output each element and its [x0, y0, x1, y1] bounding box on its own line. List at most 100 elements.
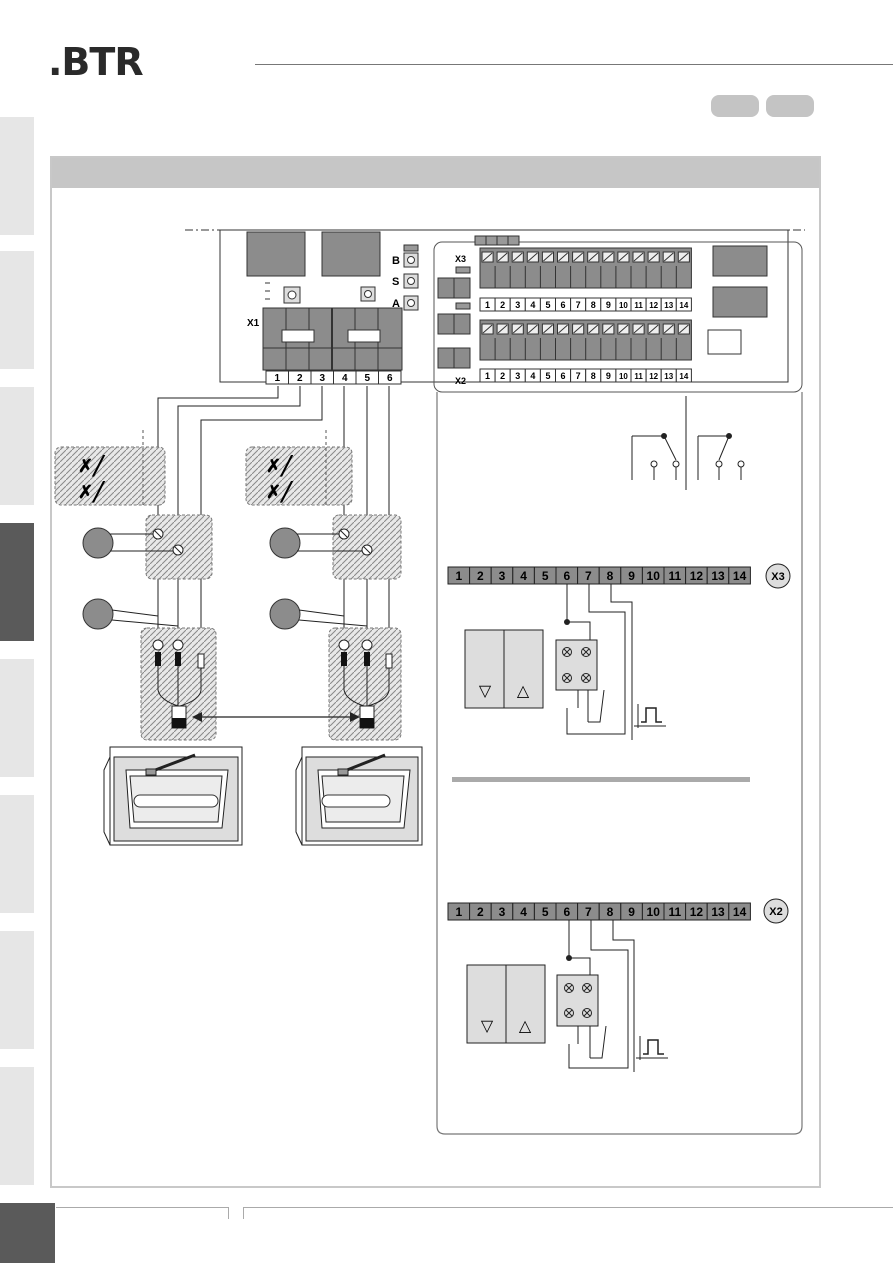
- terminal-number: 10: [647, 569, 661, 583]
- screw-slot-mark: [618, 324, 629, 334]
- screw-slot-mark: [573, 324, 584, 334]
- down-arrow-icon: ▽: [479, 683, 492, 700]
- side-tab-4-active[interactable]: [0, 523, 34, 641]
- terminal-number: 3: [499, 905, 506, 919]
- board-terminal-number: 14: [679, 372, 688, 381]
- terminal-cell: [728, 566, 751, 585]
- window-right-icon: [295, 746, 423, 846]
- screw-slot-mark: [588, 324, 599, 334]
- screw-slot-mark: [482, 324, 493, 334]
- board-terminal-number: 13: [664, 301, 673, 310]
- footer-tick: [228, 1207, 229, 1219]
- motor-icon: [82, 527, 114, 559]
- x1-terminal-number: 2: [297, 373, 303, 384]
- side-tab-7[interactable]: [0, 931, 34, 1049]
- motor-icon: [269, 527, 301, 559]
- x3-badge: X3: [771, 571, 784, 583]
- relay-2: [321, 231, 381, 277]
- relay-module-icon: [556, 974, 599, 1027]
- board-terminal-number: 11: [634, 301, 643, 310]
- screw-slot-mark: [603, 252, 614, 262]
- relay-module-icon: [555, 639, 598, 691]
- screw-slot-mark: [543, 324, 553, 334]
- header-rule: [255, 64, 893, 65]
- switch-symbol-icon: ✗╱: [266, 480, 294, 503]
- board-terminal-number: 4: [530, 300, 535, 310]
- terminal-cell: [728, 902, 751, 921]
- screw-slot-mark: [618, 252, 629, 262]
- board-terminal-number: 2: [500, 371, 505, 381]
- down-arrow-icon: ▽: [481, 1018, 494, 1035]
- screw-slot-mark: [573, 252, 584, 262]
- board-terminal-number: 1: [485, 371, 490, 381]
- motor-icon: [269, 598, 301, 630]
- terminal-number: 13: [711, 905, 725, 919]
- screw-slot-mark: [543, 252, 553, 262]
- screw-slot-mark: [527, 252, 538, 262]
- side-tab-8[interactable]: [0, 1067, 34, 1185]
- board-terminal-number: 5: [545, 300, 550, 310]
- terminal-number: 13: [711, 569, 725, 583]
- x1-terminal-number: 5: [364, 373, 370, 384]
- motor-icon: [82, 598, 114, 630]
- header-pill-2[interactable]: [766, 95, 814, 117]
- terminal-number: 10: [647, 905, 661, 919]
- screw-slot-mark: [497, 324, 508, 334]
- terminal-number: 14: [733, 905, 747, 919]
- screw-slot-mark: [482, 252, 493, 262]
- section-header-bar: [52, 158, 819, 188]
- pulse-icon: [633, 701, 667, 731]
- pot-label-s: S: [392, 276, 399, 288]
- terminal-number: 4: [520, 905, 527, 919]
- link-arrow-icon: [192, 712, 360, 722]
- board-terminal-number: 8: [591, 371, 596, 381]
- board-terminal-cell: [675, 368, 692, 383]
- screw-slot-mark: [558, 252, 568, 262]
- screw-slot-mark: [558, 324, 568, 334]
- terminal-number: 11: [668, 569, 681, 583]
- footer-rule-2: [243, 1207, 893, 1208]
- terminal-number: 2: [477, 569, 484, 583]
- board-terminal-number: 12: [649, 372, 658, 381]
- screw-slot-mark: [648, 324, 659, 334]
- board-terminal-number: 5: [545, 371, 550, 381]
- relay-1: [246, 231, 306, 277]
- screw-slot-mark: [527, 324, 538, 334]
- board-terminal-number: 3: [515, 300, 520, 310]
- footer-tab: [0, 1203, 55, 1263]
- board-terminal-number: 6: [561, 300, 566, 310]
- x3-board-label: X3: [455, 254, 466, 264]
- side-tab-3[interactable]: [0, 387, 34, 505]
- pot-label-b: B: [392, 255, 400, 267]
- side-tab-5[interactable]: [0, 659, 34, 777]
- screw-slot-mark: [678, 252, 689, 262]
- side-tab-1[interactable]: [0, 117, 34, 235]
- section-divider: [452, 777, 750, 782]
- relay-3: [712, 245, 768, 277]
- screw-slot-mark: [512, 324, 523, 334]
- x2-badge: X2: [769, 906, 782, 918]
- up-arrow-icon: △: [519, 1018, 532, 1035]
- up-arrow-icon: △: [517, 683, 530, 700]
- screw-slot-mark: [512, 252, 523, 262]
- terminal-number: 11: [668, 905, 681, 919]
- terminal-number: 5: [542, 569, 549, 583]
- x2-board-label: X2: [455, 376, 466, 386]
- relay-4: [712, 286, 768, 318]
- terminal-number: 1: [455, 905, 462, 919]
- board-terminal-number: 12: [649, 301, 658, 310]
- screw-slot-mark: [678, 324, 689, 334]
- terminal-number: 8: [607, 905, 614, 919]
- x1-terminal-number: 1: [274, 373, 280, 384]
- terminal-number: 9: [628, 905, 635, 919]
- board-terminal-number: 13: [664, 372, 673, 381]
- side-tab-6[interactable]: [0, 795, 34, 913]
- switch-symbol-icon: ✗╱: [78, 454, 106, 477]
- side-tab-2[interactable]: [0, 251, 34, 369]
- pot-label-a: A: [392, 298, 400, 310]
- screw-slot-mark: [663, 324, 674, 334]
- x1-terminal-number: 3: [319, 373, 325, 384]
- header-pill-1[interactable]: [711, 95, 759, 117]
